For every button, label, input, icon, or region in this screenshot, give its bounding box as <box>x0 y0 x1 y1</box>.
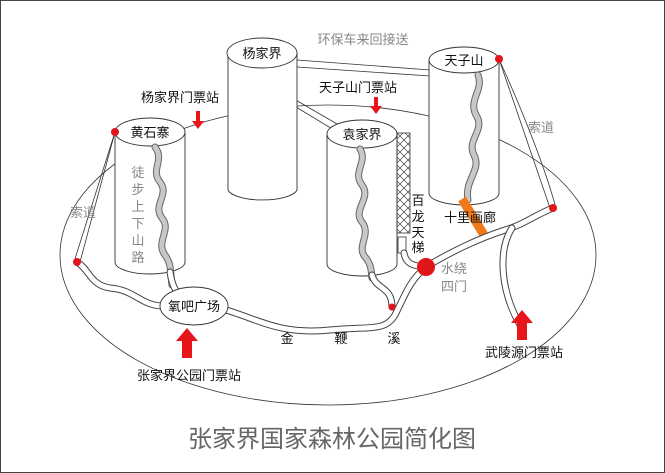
ticket-yangjiajie: 杨家界门票站 <box>141 90 219 106</box>
shuttle-link <box>296 59 431 77</box>
park-boundary <box>59 104 597 406</box>
shuttle-label: 环保车来回接送 <box>317 32 408 48</box>
char: 下 <box>131 217 144 232</box>
ticket-wulingyuan: 武陵源门票站 <box>485 346 563 361</box>
gallery-segment <box>458 196 488 238</box>
cableway-station-dot <box>549 204 557 212</box>
char: 上 <box>131 200 144 215</box>
char: 鞭 <box>334 332 347 347</box>
char: 徒 <box>131 166 144 181</box>
char: 百 <box>411 194 424 209</box>
arrow-down-icon <box>192 111 204 129</box>
ticket-tianzishan: 天子山门票站 <box>319 81 397 96</box>
road-network <box>73 204 557 335</box>
trail-yuanjiajie <box>355 145 376 282</box>
char: 溪 <box>387 332 400 347</box>
cableway-station-dot <box>495 55 503 63</box>
char: 天 <box>411 226 424 241</box>
char: 梯 <box>411 241 424 256</box>
shuirao-label-1: 水绕 <box>441 262 467 277</box>
peak-label: 黄石寨 <box>130 125 169 141</box>
peak-label: 天子山 <box>444 54 483 69</box>
cableway-left-line <box>73 131 116 263</box>
arrow-down-icon <box>370 97 382 114</box>
arrow-up-icon <box>176 328 198 358</box>
char: 路 <box>131 250 144 266</box>
cableway-station-dot <box>111 128 119 136</box>
peak-yangjiajie[interactable]: 杨家界 <box>226 37 298 201</box>
map-title: 张家界国家森林公园简化图 <box>188 425 476 453</box>
cableway-left-label: 索道 <box>70 206 96 221</box>
peak-label: 袁家界 <box>342 127 381 143</box>
arrow-up-icon <box>511 310 533 340</box>
shuirao-simen-dot[interactable] <box>417 258 435 276</box>
trail-tianzishan <box>463 71 483 204</box>
stream-label: 金 鞭 溪 <box>280 331 400 347</box>
peak-huangshizhai[interactable]: 黄石寨 <box>114 117 186 275</box>
elevator-label: 百 龙 天 梯 <box>411 194 424 256</box>
hiking-trail-label: 徒 步 上 下 山 路 <box>131 166 144 266</box>
peak-tianzishan[interactable]: 天子山 <box>428 46 500 206</box>
cableway-right-label: 索道 <box>528 121 554 136</box>
cableway-right-line <box>498 58 557 209</box>
peak-label: 杨家界 <box>242 46 281 62</box>
gallery-label: 十里画廊 <box>444 210 496 226</box>
cableway-station-dot <box>73 258 81 266</box>
shuirao-label-2: 四门 <box>441 280 467 295</box>
char: 山 <box>131 234 144 249</box>
bailong-elevator[interactable] <box>396 132 411 254</box>
trail-huangshizhai <box>151 143 176 289</box>
char: 步 <box>131 183 144 198</box>
spot-dot <box>388 303 396 311</box>
char: 龙 <box>411 210 424 225</box>
ticket-zhangjiajie-park: 张家界公园门票站 <box>137 368 241 384</box>
plaza-label: 氧吧广场 <box>168 300 220 315</box>
oxygen-plaza[interactable]: 氧吧广场 <box>159 286 229 326</box>
char: 金 <box>280 331 293 347</box>
